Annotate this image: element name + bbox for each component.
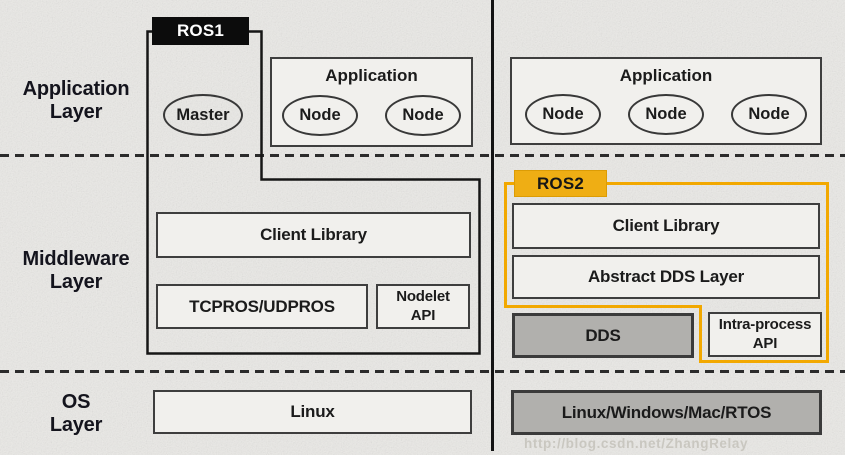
layer-label-middleware: Middleware Layer [0,248,152,294]
ros2-application-box: Application Node Node Node [510,57,822,145]
ros2-client-library-box: Client Library [512,203,820,249]
intra-process-api-line: Intra-process [718,315,812,333]
node-oval: Node [628,94,704,135]
layer-label-line: Layer [49,413,103,436]
node-oval: Node [385,95,461,136]
node-row: Node Node Node [512,86,820,143]
layer-label-line: OS [61,391,91,413]
ros1-client-library-box: Client Library [156,212,471,258]
intra-process-api-line: API [752,334,778,352]
dds-box: DDS [512,313,694,358]
ros1-badge: ROS1 [152,17,249,45]
intra-process-api-box: Intra-process API [708,312,822,357]
node-oval: Node [282,95,358,136]
nodelet-api-box: Nodelet API [376,284,470,329]
abstract-dds-layer-box: Abstract DDS Layer [512,255,820,299]
master-oval: Master [163,94,243,136]
ros1-os-box: Linux [153,390,472,434]
ros2-os-box: Linux/Windows/Mac/RTOS [511,390,822,435]
layer-label-line: Middleware [22,248,130,270]
ros1-application-box: Application Node Node [270,57,473,147]
node-oval: Node [731,94,807,135]
tcpros-udpros-box: TCPROS/UDPROS [156,284,368,329]
layer-label-os: OS Layer [0,391,152,437]
nodelet-api-line: Nodelet [396,287,450,305]
application-box-title: Application [325,66,418,85]
nodelet-api-line: API [410,306,436,324]
application-box-title: Application [619,66,713,85]
node-row: Node Node [272,86,471,145]
node-oval: Node [525,94,601,135]
layer-label-line: Layer [49,270,103,293]
layer-label-application: Application Layer [0,78,152,124]
watermark: http://blog.csdn.net/ZhangRelay [524,436,749,451]
layer-label-line: Application [22,78,130,100]
ros2-badge: ROS2 [514,170,607,197]
layer-label-line: Layer [49,100,103,123]
